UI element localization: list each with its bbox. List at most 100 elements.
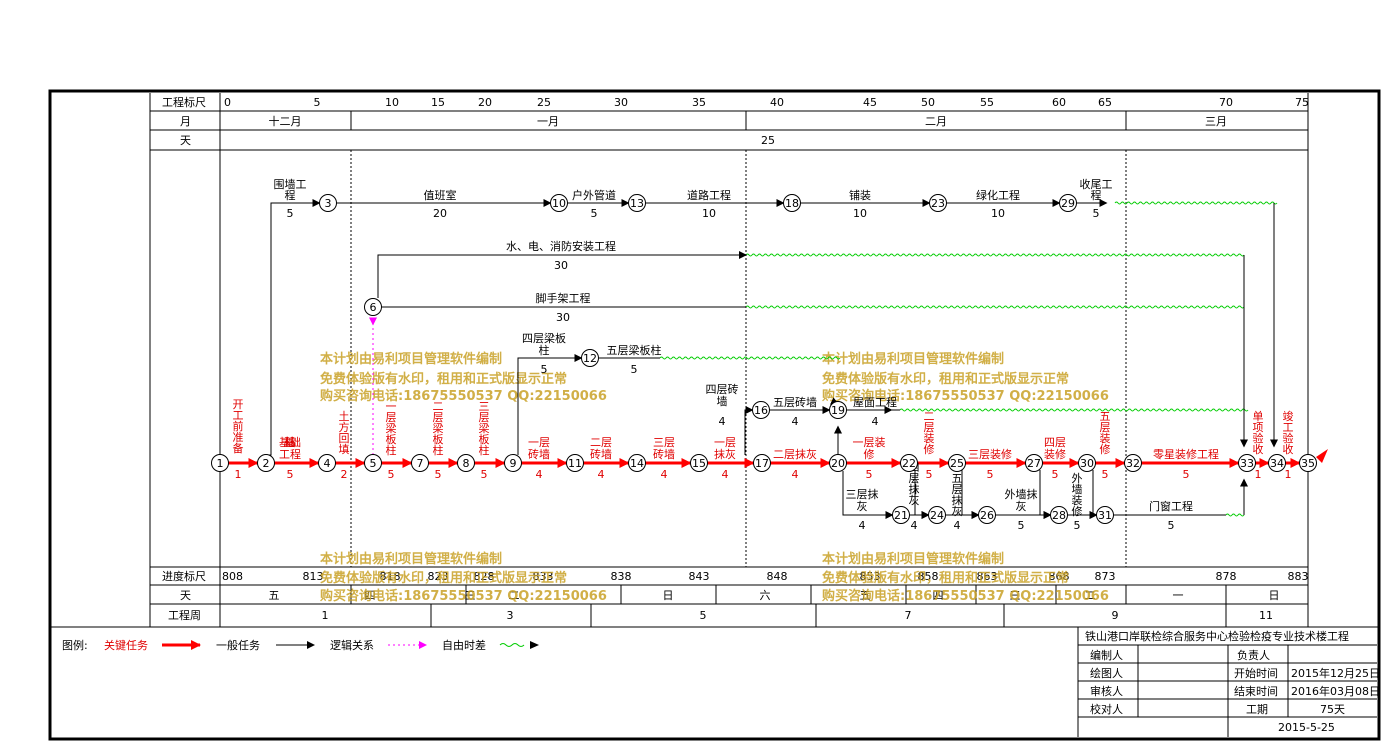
event-node-label: 18 xyxy=(785,197,799,210)
critical-task-name-char: 填 xyxy=(339,442,350,456)
critical-task-name-char: 准 xyxy=(233,431,244,444)
general-task-arrow xyxy=(744,406,754,455)
critical-task-label: 二层 xyxy=(590,436,612,449)
general-task-arrow xyxy=(842,471,894,519)
general-task-name-char: 层 xyxy=(909,472,920,485)
critical-task-label: 4 xyxy=(792,468,799,481)
event-node-circle xyxy=(1096,506,1114,524)
general-task-arrow xyxy=(1089,470,1098,519)
event-node-label: 32 xyxy=(1126,457,1140,470)
critical-task-label: 4 xyxy=(598,468,605,481)
weekday-label: 五 xyxy=(269,589,280,602)
critical-task-name-char: 土 xyxy=(339,410,350,423)
watermark-upper-right: 本计划由易利项目管理软件编制 免费体验版有水印，租用和正式版显示正常 购买咨询电… xyxy=(822,351,1109,404)
event-node-circle xyxy=(690,454,708,472)
general-task-arrow xyxy=(1039,470,1052,519)
general-task-label: 4 xyxy=(872,415,879,428)
float-lines xyxy=(659,201,1278,517)
start-label: 开始时间 xyxy=(1234,666,1278,680)
critical-task-label: 一层 xyxy=(714,436,736,449)
event-node-label: 35 xyxy=(1301,457,1315,470)
critical-task-name-char: 一 xyxy=(386,400,397,413)
svg-text:购买咨询电话:18675550537 QQ:22150066: 购买咨询电话:18675550537 QQ:22150066 xyxy=(320,388,607,404)
legend-general-label: 一般任务 xyxy=(216,639,260,652)
top-ruler-label: 工程标尺 xyxy=(162,95,206,109)
weekday-label: 三 xyxy=(1010,589,1021,602)
critical-task-label: 一层装 xyxy=(853,436,886,449)
weekday-row-label: 天 xyxy=(180,589,191,602)
event-node-circle xyxy=(752,401,770,419)
end-value: 2016年03月08日 xyxy=(1291,684,1380,698)
editor-label: 编制人 xyxy=(1090,648,1123,662)
general-task-line xyxy=(377,254,746,298)
general-task-name-char: 五 xyxy=(952,472,963,485)
critical-task-name-char: 方 xyxy=(339,420,350,434)
critical-task-name-char: 竣 xyxy=(1283,409,1294,423)
event-node-circle xyxy=(1238,454,1256,472)
critical-task-label: 二层抹灰 xyxy=(773,447,817,461)
event-node-label: 7 xyxy=(417,457,424,470)
event-node-circle xyxy=(948,454,966,472)
critical-task-name-char: 层 xyxy=(479,411,490,424)
critical-task-label: 砖墙 xyxy=(590,447,612,461)
general-task-label: 4 xyxy=(954,519,961,532)
critical-task-name-char: 基 xyxy=(285,436,296,449)
event-node-circle xyxy=(364,454,382,472)
bottom-tick-label: 828 xyxy=(474,570,495,583)
top-tick-label: 55 xyxy=(980,96,994,109)
event-node-circle xyxy=(257,454,275,472)
free-float-line xyxy=(745,305,1245,309)
event-node-label: 2 xyxy=(263,457,270,470)
event-node-label: 34 xyxy=(1270,457,1284,470)
svg-text:购买咨询电话:18675550537 QQ:22150066: 购买咨询电话:18675550537 QQ:22150066 xyxy=(822,588,1109,604)
event-node-label: 11 xyxy=(568,457,582,470)
checker-label: 校对人 xyxy=(1090,702,1123,716)
general-task-label: 五层梁板柱 xyxy=(607,343,662,357)
bottom-row-dividers xyxy=(350,585,1227,627)
top-tick-label: 25 xyxy=(537,96,551,109)
event-node-label: 25 xyxy=(950,457,964,470)
general-task-label: 脚手架工程 xyxy=(536,291,591,305)
critical-task-name-char: 修 xyxy=(1100,442,1111,456)
critical-task-label: 4 xyxy=(722,468,729,481)
event-node-label: 4 xyxy=(324,457,331,470)
critical-task-label: 5 xyxy=(987,468,994,481)
legend: 图例: 关键任务 一般任务 逻辑关系 自由时差 xyxy=(62,638,539,652)
critical-task-label: 一层 xyxy=(528,436,550,449)
general-task-label: 四层砖 xyxy=(706,382,739,396)
event-node-label: 19 xyxy=(831,404,845,417)
critical-task-label: 工程 xyxy=(279,448,301,461)
month-label: 三月 xyxy=(1205,115,1227,128)
legend-float-line xyxy=(499,643,525,647)
critical-task-name-char: 层 xyxy=(924,421,935,434)
general-task-label: 收尾工 xyxy=(1080,177,1113,191)
event-node-circle xyxy=(457,454,475,472)
event-node-label: 30 xyxy=(1080,457,1094,470)
general-task-label: 5 xyxy=(287,207,294,220)
event-node-label: 31 xyxy=(1098,509,1112,522)
month-label: 一月 xyxy=(537,115,559,128)
general-task-name-char: 层 xyxy=(952,483,963,496)
event-node-circle xyxy=(1124,454,1142,472)
critical-task-name-char: 单 xyxy=(1253,410,1264,423)
general-task-label: 水、电、消防安装工程 xyxy=(506,239,616,253)
bottom-tick-label: 863 xyxy=(977,570,998,583)
general-task-label: 5 xyxy=(1074,519,1081,532)
critical-task-name-char: 层 xyxy=(433,411,444,424)
weekday-label: 四 xyxy=(365,589,376,602)
event-node-label: 22 xyxy=(902,457,916,470)
project-name: 铁山港口岸联检综合服务中心检验检疫专业技术楼工程 xyxy=(1085,629,1349,643)
general-task-label: 值班室 xyxy=(424,188,457,202)
svg-text:免费体验版有水印，租用和正式版显示正常: 免费体验版有水印，租用和正式版显示正常 xyxy=(320,570,567,586)
general-task-label: 铺装 xyxy=(849,189,871,202)
event-node-circle xyxy=(1025,454,1043,472)
event-node-circle xyxy=(364,298,382,316)
watermark-lower-right: 本计划由易利项目管理软件编制 免费体验版有水印，租用和正式版显示正常 购买咨询电… xyxy=(822,551,1109,604)
event-node-circle xyxy=(318,454,336,472)
bottom-tick-label: 873 xyxy=(1095,570,1116,583)
top-tick-label: 30 xyxy=(614,96,628,109)
event-node-circle xyxy=(1268,454,1286,472)
critical-task-name-char: 板 xyxy=(479,432,490,446)
general-task-label: 10 xyxy=(853,207,867,220)
critical-task-label: 砖墙 xyxy=(528,447,550,461)
